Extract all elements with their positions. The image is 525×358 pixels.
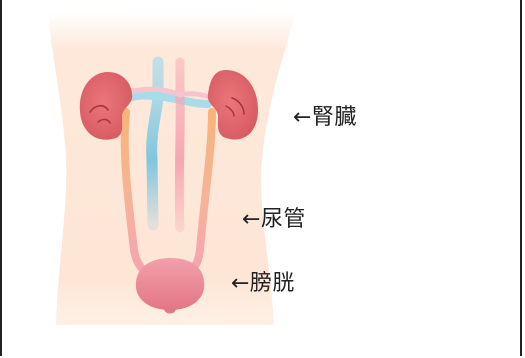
- label-bladder: ←膀胱: [231, 271, 295, 296]
- kidney-right: [207, 70, 258, 140]
- renal-artery-left: [125, 86, 183, 98]
- kidney-left: [79, 72, 133, 140]
- label-ureter: ←尿管: [242, 207, 306, 232]
- renal-vein-left: [124, 91, 162, 102]
- label-kidney: ←腎臓: [293, 105, 357, 130]
- bladder: [135, 258, 205, 314]
- vein-vessel: [146, 56, 164, 231]
- artery-vessel: [174, 57, 185, 233]
